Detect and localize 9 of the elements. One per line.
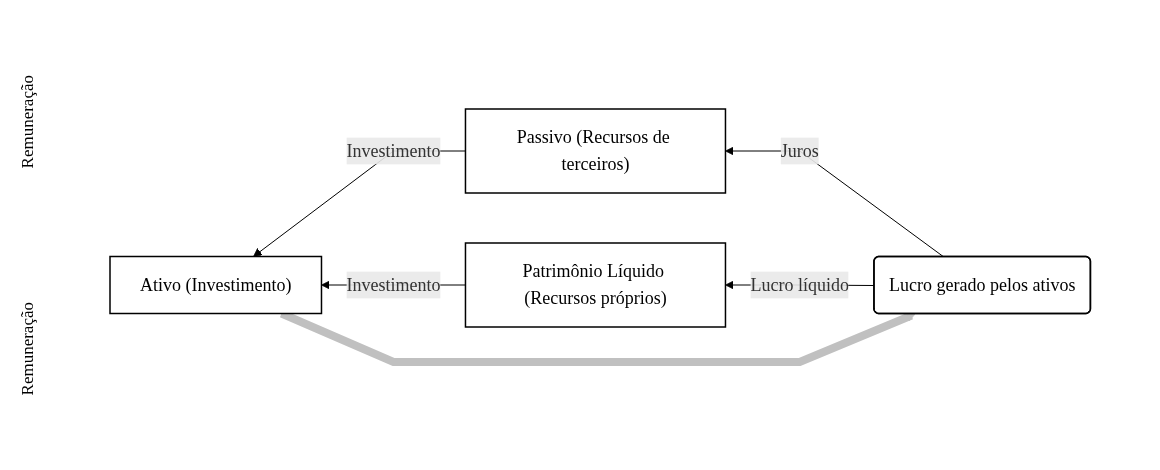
node-box: Passivo (Recursos de terceiros) bbox=[464, 107, 726, 194]
edge-label: Juros bbox=[780, 140, 819, 160]
side-label: Remuneração bbox=[18, 74, 38, 169]
edge-label: Investimento bbox=[346, 274, 441, 294]
edge-label: Investimento bbox=[346, 140, 441, 160]
node-box: Ativo (Investimento) bbox=[109, 255, 323, 314]
edge-label: Lucro líquido bbox=[750, 274, 849, 294]
side-label: Remuneração bbox=[18, 301, 38, 396]
node-box: Patrimônio Líquido (Recursos próprios) bbox=[464, 241, 726, 328]
